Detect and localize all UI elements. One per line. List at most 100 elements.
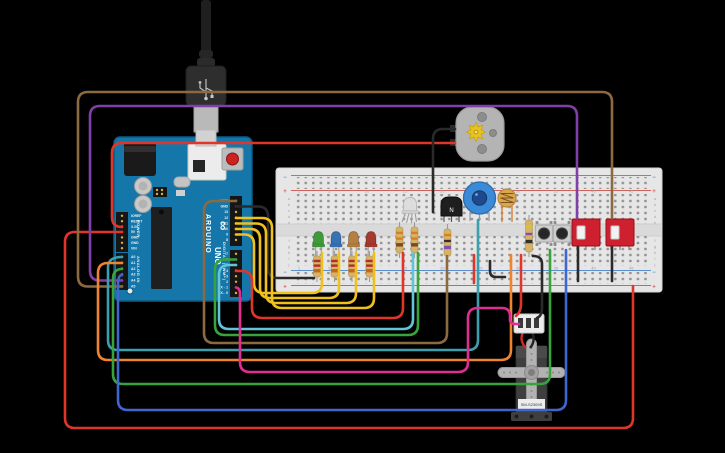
svg-text:45: 45 <box>629 266 634 271</box>
wire-a2-green-button1[interactable] <box>111 248 552 386</box>
svg-text:c: c <box>654 208 656 213</box>
wire-d6-green-rgb[interactable] <box>213 251 420 337</box>
wire-black-jumper[interactable] <box>488 259 507 279</box>
svg-text:j: j <box>288 262 290 267</box>
slide-switch-1[interactable] <box>571 218 601 250</box>
led-red[interactable] <box>364 230 378 257</box>
wire-3v3-red-motor[interactable] <box>110 141 457 229</box>
svg-text:12: 12 <box>224 216 228 220</box>
servo-motor[interactable]: SM-S2309S <box>497 313 566 421</box>
wire-d10-yellow-led2[interactable] <box>234 227 341 300</box>
svg-text:−: − <box>283 175 287 181</box>
photoresistor-ldr[interactable] <box>497 188 517 222</box>
pushbutton-2[interactable] <box>552 221 572 246</box>
svg-text:j: j <box>654 262 656 267</box>
svg-text:e: e <box>654 220 657 225</box>
svg-text:A2: A2 <box>131 267 135 271</box>
svg-text:a: a <box>654 196 657 201</box>
smd-part <box>176 190 185 196</box>
switch-lever[interactable] <box>610 225 620 240</box>
svg-text:8: 8 <box>226 238 228 242</box>
wire-a0-teal-pot[interactable] <box>106 218 480 352</box>
wire-black-servo-gnd[interactable] <box>531 254 544 320</box>
atmega-chip <box>151 207 172 289</box>
wire-d5-cyan-rgb[interactable] <box>217 251 415 331</box>
led-orange[interactable] <box>346 230 360 257</box>
slide-switch-2[interactable] <box>605 218 635 250</box>
dc-motor[interactable] <box>450 106 505 162</box>
wire-a1-orange-ldr[interactable] <box>96 253 513 362</box>
svg-text:~10: ~10 <box>222 227 228 231</box>
analog-side-label: ANALOG IN <box>136 256 141 283</box>
svg-text:a: a <box>288 196 291 201</box>
npn-transistor[interactable]: N <box>440 196 463 222</box>
resistor-led[interactable] <box>313 251 321 282</box>
svg-text:1: 1 <box>298 266 301 271</box>
svg-text:c: c <box>288 208 290 213</box>
svg-text:b: b <box>288 202 291 207</box>
svg-text:h: h <box>288 250 290 255</box>
svg-text:f: f <box>654 238 656 243</box>
svg-text:7: 7 <box>226 252 228 256</box>
servo-label-plate <box>518 399 545 409</box>
svg-text:GND: GND <box>131 236 139 240</box>
servo-horn <box>497 338 566 406</box>
slide-switches <box>571 218 635 250</box>
svg-text:GND: GND <box>131 241 139 245</box>
svg-text:35: 35 <box>553 189 558 194</box>
mounting-hole <box>126 287 134 295</box>
potentiometer[interactable] <box>462 181 497 221</box>
wire-d4-red-rgb[interactable] <box>234 251 405 320</box>
wire-d12-yellow-led4[interactable] <box>234 216 376 310</box>
wire-a3-blue-button2[interactable] <box>116 248 568 412</box>
resistor[interactable] <box>525 215 533 257</box>
led-blue[interactable] <box>329 230 343 257</box>
svg-text:g: g <box>288 244 290 249</box>
svg-text:d: d <box>654 214 656 219</box>
switch-lever[interactable] <box>576 225 586 240</box>
svg-text:2: 2 <box>226 280 228 284</box>
arduino-uno-board[interactable]: AREFGND1312~11~10987~6~54~32TX→1RX←0IORE… <box>113 136 253 302</box>
svg-text:−: − <box>283 270 287 276</box>
resistor-led[interactable] <box>365 251 374 282</box>
svg-text:40: 40 <box>591 189 596 194</box>
resistor-led[interactable] <box>330 251 339 282</box>
digital-header-bottom[interactable] <box>230 250 242 297</box>
svg-text:1: 1 <box>298 189 301 194</box>
transistor-label: N <box>449 208 453 214</box>
rgb-led[interactable] <box>401 196 419 224</box>
svg-text:e: e <box>288 220 291 225</box>
reset-button[interactable] <box>221 147 244 171</box>
wire-black-gnd-rail[interactable] <box>234 205 316 280</box>
leds <box>311 230 378 257</box>
pushbutton-1[interactable] <box>534 221 554 246</box>
resistor[interactable] <box>410 222 419 258</box>
svg-text:−: − <box>652 270 656 276</box>
pushbuttons <box>534 221 572 246</box>
svg-text:b: b <box>654 202 657 207</box>
svg-text:GND: GND <box>220 205 228 209</box>
wire-aref-brown-resistor[interactable] <box>202 199 449 345</box>
wire-d11-yellow-led3[interactable] <box>234 222 358 305</box>
svg-text:25: 25 <box>478 266 483 271</box>
wire-d9-yellow-led1[interactable] <box>234 233 324 295</box>
wire-5v-red-loop[interactable] <box>63 230 635 430</box>
wire-tx1-pink-servo[interactable] <box>234 286 521 374</box>
svg-text:30: 30 <box>516 266 521 271</box>
resistor[interactable] <box>395 222 404 258</box>
svg-text:d: d <box>288 214 290 219</box>
svg-text:3.3V: 3.3V <box>131 225 139 229</box>
svg-text:45: 45 <box>629 189 634 194</box>
svg-text:40: 40 <box>591 266 596 271</box>
svg-text:i: i <box>655 256 656 261</box>
wire-a4-purple-switch1[interactable] <box>88 104 579 282</box>
motor-gear-icon <box>465 121 487 143</box>
wire-black-motor[interactable] <box>431 127 457 214</box>
wire-a5-brown-switch2[interactable] <box>76 90 614 288</box>
wire-red-servo-power[interactable] <box>514 253 523 318</box>
svg-text:20: 20 <box>440 189 445 194</box>
svg-text:RESET: RESET <box>131 219 143 223</box>
usb-cable[interactable] <box>185 0 227 147</box>
svg-text:VIN: VIN <box>131 246 137 250</box>
pot-knob[interactable] <box>471 190 488 206</box>
